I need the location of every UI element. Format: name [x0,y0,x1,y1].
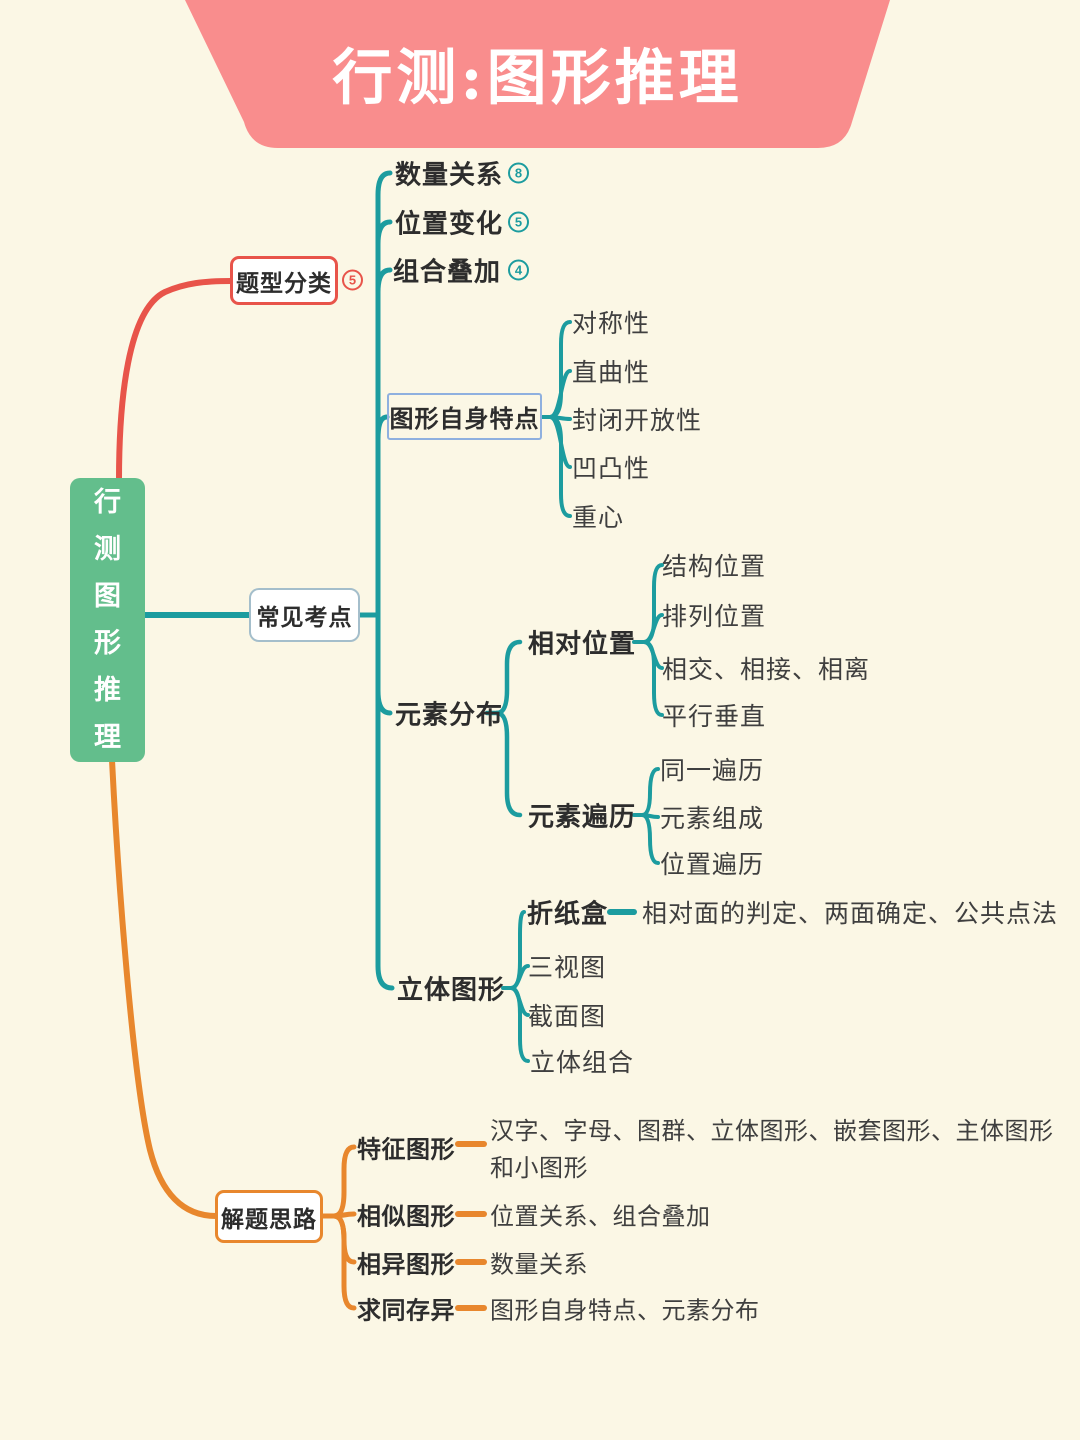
leaf-tezheng-tuxing-note[interactable]: 汉字、字母、图群、立体图形、嵌套图形、主体图形和小图形 [490,1118,1054,1182]
leaf-aotuxing[interactable]: 凹凸性 [572,455,651,483]
branch-lines-tixing [116,278,234,483]
leaf-jiemiantu[interactable]: 截面图 [528,1003,607,1031]
leaf-zhezhihe-note[interactable]: 相对面的判定、两面确定、公共点法 [642,900,1059,928]
leaf-zhongxin[interactable]: 重心 [572,504,625,532]
leaf-sanshitu[interactable]: 三视图 [528,954,607,982]
node-qiutong-cunyi[interactable]: 求同存异 [357,1297,455,1325]
node-xiangdui-weizhi[interactable]: 相对位置 [528,628,637,659]
node-tixing-label: 题型分类 [236,269,332,296]
node-weizhi-bianhua[interactable]: 位置变化 [395,208,504,239]
collapse-badge-zuhe[interactable]: 4 [508,259,529,281]
leaf-xiangyi-note[interactable]: 数量关系 [490,1251,588,1279]
node-shuliang-guanxi[interactable]: 数量关系 [395,159,504,190]
title-banner-shape [185,0,890,148]
node-jieti-label: 解题思路 [221,1205,317,1232]
node-tixing-fenlei[interactable]: 题型分类 [230,256,338,305]
node-xiangyi-tuxing[interactable]: 相异图形 [357,1251,455,1279]
node-yuansu-fenbu[interactable]: 元素分布 [395,699,504,730]
node-changjian-label: 常见考点 [256,604,353,630]
page-title: 行测:图形推理 [332,43,743,114]
leaf-xiangsi-note[interactable]: 位置关系、组合叠加 [490,1203,711,1231]
leaf-pailie-weizhi[interactable]: 排列位置 [662,603,767,631]
branch-lines-jieti [109,757,487,1311]
leaf-qiutong-note[interactable]: 图形自身特点、元素分布 [490,1297,760,1325]
collapse-badge-tixing[interactable]: 5 [342,269,363,291]
node-tezheng-tuxing[interactable]: 特征图形 [357,1136,455,1164]
collapse-badge-weizhi[interactable]: 5 [508,211,529,233]
leaf-yuansu-zucheng[interactable]: 元素组成 [660,805,765,833]
leaf-zhiquxing[interactable]: 直曲性 [572,359,651,387]
node-yuansu-bianli[interactable]: 元素遍历 [528,801,637,832]
leaf-liti-zuhe[interactable]: 立体组合 [530,1049,635,1077]
node-liti-tuxing[interactable]: 立体图形 [397,974,506,1005]
node-zuhe-diejia[interactable]: 组合叠加 [393,256,502,287]
node-tezheng-label: 图形自身特点 [389,406,540,433]
collapse-badge-shuliang[interactable]: 8 [508,162,529,184]
leaf-xiangjiao-xiangjie-xiangli[interactable]: 相交、相接、相离 [662,656,871,684]
leaf-tongyi-bianli[interactable]: 同一遍历 [660,757,765,785]
node-xiangsi-tuxing[interactable]: 相似图形 [357,1203,455,1231]
node-tuxing-zishen-tedian[interactable]: 图形自身特点 [387,393,542,440]
branch-lines-changjian [142,170,664,1063]
root-node[interactable]: 行测图形推理 [70,478,145,762]
node-zhezhihe[interactable]: 折纸盒 [527,898,609,929]
leaf-pingxing-chuizhi[interactable]: 平行垂直 [662,703,767,731]
leaf-weizhi-bianli[interactable]: 位置遍历 [660,851,765,879]
node-jieti-silu[interactable]: 解题思路 [215,1190,323,1243]
root-node-label: 行测图形推理 [94,487,121,752]
leaf-fengbi-kaifangxing[interactable]: 封闭开放性 [572,407,703,435]
leaf-duichengxing[interactable]: 对称性 [572,310,651,338]
node-changjian-kaodian[interactable]: 常见考点 [249,588,360,642]
leaf-jiegou-weizhi[interactable]: 结构位置 [662,553,767,581]
